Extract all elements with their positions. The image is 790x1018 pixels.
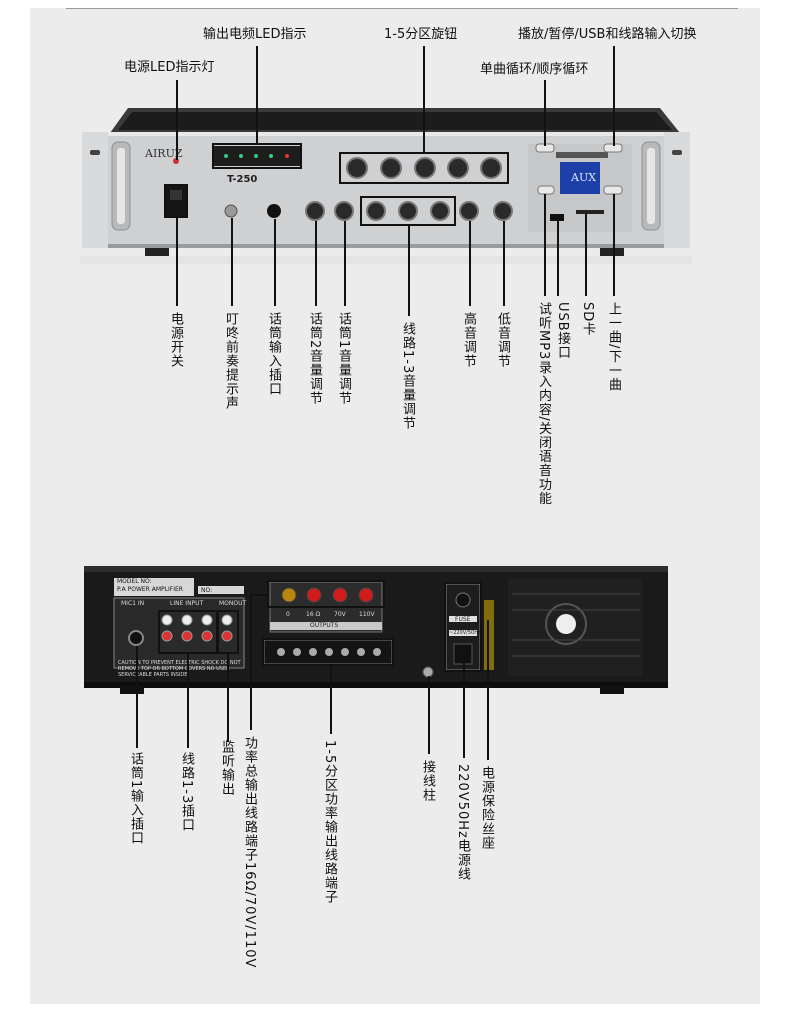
callout-rear-zone-output: 1-5分区功率输出线路端子 (322, 740, 337, 905)
callout-rear-line-input: 线路1-3插口 (179, 752, 194, 833)
rear-mic-in-label: MIC1 IN (121, 600, 145, 607)
rear-caution-text: CAUTION TO PREVENT ELECTRIC SHOCK DO NOT… (118, 660, 241, 678)
terminal-label-16: 16 Ω (306, 611, 321, 618)
callout-mic-input: 话筒输入插口 (266, 312, 281, 396)
terminal-label-110v: 110V (359, 611, 375, 618)
callout-chime: 叮咚前奏提示声 (223, 312, 238, 410)
rear-line-input-label: LINE INPUT (170, 600, 204, 607)
callout-mic1-volume: 话筒1音量调节 (336, 312, 351, 406)
rear-outputs-label: OUTPUTS (310, 622, 339, 629)
rear-no-label: NO: (201, 587, 213, 594)
callout-rear-ground-post: 接线柱 (420, 760, 435, 802)
rear-voltage-label: ~220V/50Hz (449, 630, 481, 636)
callout-output-led: 输出电频LED指示 (203, 27, 307, 42)
screen-text: AUX (571, 171, 597, 184)
main-output-box (267, 580, 385, 608)
callout-rear-monitor-out: 监听输出 (219, 740, 234, 796)
callout-play-pause: 播放/暂停/USB和线路输入切换 (518, 27, 697, 42)
callout-prev-next: 上一曲/下一曲 (606, 302, 621, 392)
rear-monout-label: MONOUT (219, 600, 247, 607)
callout-usb-port: USB接口 (555, 302, 570, 360)
monitor-out-box (217, 610, 239, 654)
zone-terminal-box (262, 638, 394, 666)
top-divider (66, 8, 738, 9)
callout-bass: 低音调节 (495, 312, 510, 368)
callout-rear-fuse: 电源保险丝座 (479, 766, 494, 850)
callout-rear-main-output: 功率总输出线路端子16Ω/70V/110V (242, 736, 257, 969)
callout-mic2-volume: 话筒2音量调节 (307, 312, 322, 406)
zone-knob-box (339, 152, 509, 184)
callout-mp3-preview: 试听MP3录入内容/关闭语音功能 (536, 302, 551, 506)
callout-zone-knobs: 1-5分区旋钮 (384, 27, 458, 42)
front-amplifier-illustration (80, 108, 692, 264)
callout-power-led: 电源LED指示灯 (124, 60, 215, 75)
terminal-label-70v: 70V (334, 611, 346, 618)
led-indicator-box (212, 143, 302, 169)
callout-loop-mode: 单曲循环/顺序循环 (480, 62, 589, 77)
terminal-label-0: 0 (286, 611, 290, 618)
power-switch-box (164, 184, 188, 218)
front-model: T-250 (227, 174, 258, 185)
callout-power-switch: 电源开关 (168, 312, 183, 368)
line-input-box (158, 610, 218, 654)
front-brand: AIRUZ (145, 147, 183, 160)
callout-line-volume: 线路1-3音量调节 (400, 322, 415, 431)
callout-sd-card: SD卡 (580, 302, 595, 337)
rear-product-label: P.A POWER AMPLIFIER (117, 586, 183, 593)
rear-fuse-label: FUSE (455, 616, 471, 623)
rear-model-label: MODEL NO: (117, 578, 152, 585)
callout-rear-mic1-input: 话筒1输入插口 (128, 752, 143, 846)
callout-treble: 高音调节 (461, 312, 476, 368)
callout-rear-power-cord: 220V50Hz电源线 (455, 764, 470, 881)
line-volume-box (360, 196, 456, 226)
